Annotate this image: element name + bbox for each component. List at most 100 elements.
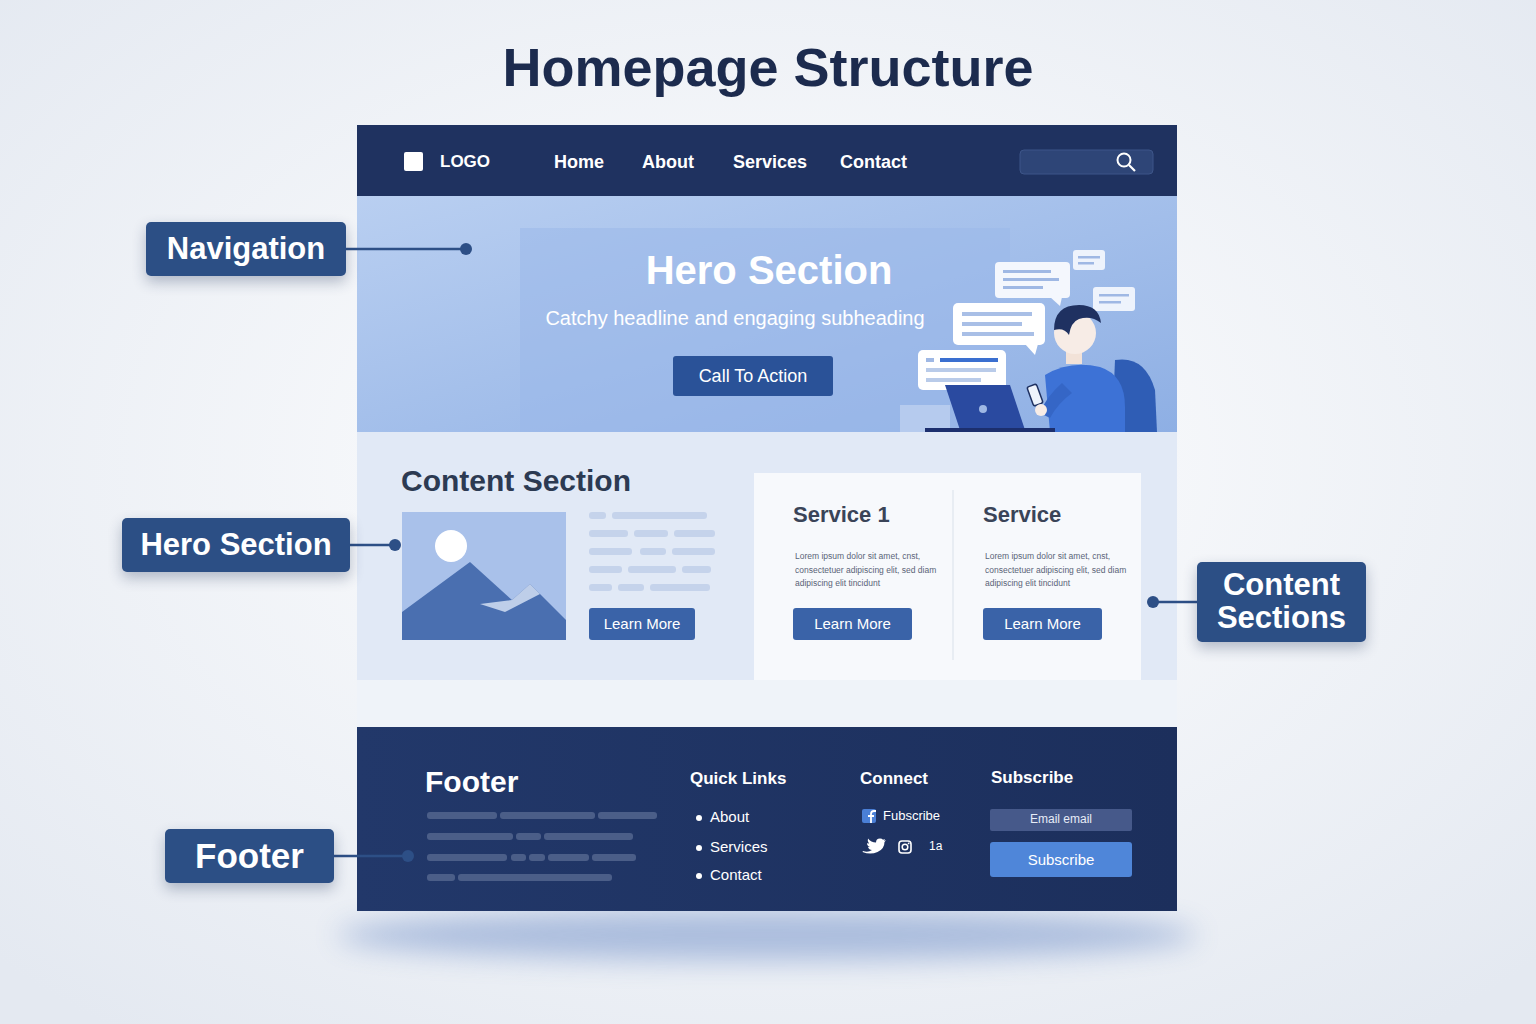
drawing-part: [962, 312, 1032, 316]
drawing-part: [672, 548, 715, 555]
drawing-part: [402, 850, 414, 862]
drawing-part: [1003, 286, 1043, 289]
drawing-part: [953, 303, 1045, 345]
node-text: Service 1: [793, 502, 890, 527]
drawing-part: [460, 243, 472, 255]
drawing-part: [404, 152, 423, 171]
content-band: Content SectionLearn MoreService 1Lorem …: [357, 432, 1177, 727]
drawing-part: [357, 855, 408, 858]
drawing-part: [520, 228, 1010, 432]
drawing-part: [357, 125, 1177, 911]
leader-line: [334, 855, 357, 858]
button-label: Learn More: [604, 615, 681, 632]
nav-bar: LOGOHomeAboutServicesContact: [357, 125, 1177, 196]
drawing-part: [674, 530, 715, 537]
drawing-part: [612, 512, 707, 519]
drawing-part: [908, 843, 910, 845]
node-text: Fubscribe: [883, 809, 940, 824]
drawing-part: [544, 833, 633, 840]
callout-text: Footer: [195, 836, 304, 876]
callout-text: Content Sections: [1217, 569, 1346, 634]
drawing-part: [516, 833, 541, 840]
drawing-part: [696, 845, 702, 851]
callout-label: Hero Section: [122, 518, 350, 572]
node-text: Lorem ipsum dolor sit amet, cnst, consec…: [985, 550, 1130, 591]
drawing-part: [402, 512, 566, 640]
service-card: Service 1 Lorem ipsum dolor sit amet, cns…: [773, 490, 950, 655]
node-text: Catchy headline and engaging subheading: [545, 307, 924, 330]
drawing-part: [926, 378, 981, 382]
drawing-part: [1027, 384, 1043, 406]
drawing-part: [640, 548, 666, 555]
leader-line: [1177, 601, 1197, 604]
drawing-part: [427, 812, 657, 881]
drawing-part: [1025, 344, 1038, 355]
leader-line: [346, 248, 357, 251]
drawing-part: [952, 490, 954, 660]
drawing-part: [589, 530, 628, 537]
learn-more-button: Learn More: [983, 608, 1102, 640]
drawing-part: [357, 727, 1177, 911]
drawing-part: [480, 584, 540, 612]
node-text: Subscribe: [991, 768, 1073, 788]
callout-label: Footer: [165, 829, 334, 883]
learn-more-button: Learn More: [589, 608, 695, 640]
drawing-part: [900, 405, 950, 432]
drawing-part: [458, 874, 612, 881]
learn-more-button: Learn More: [793, 608, 912, 640]
drawing-part: [868, 811, 876, 823]
button-label: Subscribe: [1028, 851, 1095, 868]
node-text: Connect: [860, 769, 928, 789]
service-card: ServiceLorem ipsum dolor sit amet, cnst,…: [963, 490, 1140, 655]
drawing-part: [357, 125, 1177, 196]
drawing-part: [902, 844, 908, 850]
drawing-part: [435, 530, 467, 562]
node-text: LOGO: [440, 152, 490, 172]
node-text: About: [710, 808, 749, 825]
subscribe-button: Subscribe: [990, 842, 1132, 877]
diagram-title: Homepage Structure: [0, 36, 1536, 98]
drawing-part: [1073, 250, 1105, 270]
drawing-part: [862, 809, 876, 823]
node-text: Services: [710, 838, 768, 855]
drawing-part: [389, 539, 401, 551]
drawing-part: [962, 322, 1022, 326]
callout-text: Navigation: [167, 231, 325, 267]
drawing-part: [529, 854, 545, 861]
drawing-part: [628, 566, 676, 573]
drawing-part: [940, 358, 998, 362]
cta-button: Call To Action: [673, 356, 833, 396]
hero-illustration: [900, 250, 1157, 432]
drawing-part: [1050, 297, 1062, 306]
node-text: Lorem ipsum dolor sit amet, cnst, consec…: [795, 550, 940, 591]
drawing-part: [598, 812, 657, 819]
drawing-part: [899, 841, 911, 853]
drawing-part: [1118, 154, 1131, 167]
button-label: Call To Action: [699, 366, 808, 387]
drawing-part: [1020, 150, 1153, 174]
drawing-part: [925, 428, 1055, 432]
drawing-part: [1003, 278, 1059, 281]
button-label: Learn More: [814, 615, 891, 632]
drawing-part: [696, 873, 702, 879]
node-text: Home: [554, 152, 604, 173]
drawing-part: [1054, 305, 1101, 335]
callout-label: Content Sections: [1197, 562, 1366, 642]
drawing-part: [1147, 596, 1159, 608]
drawing-part: [863, 839, 887, 854]
drawing-part: [357, 248, 466, 251]
drawing-part: [427, 854, 507, 861]
drawing-part: [589, 548, 632, 555]
drawing-part: [592, 854, 636, 861]
footer-band: FooterQuick LinksAboutServicesContactCon…: [357, 727, 1177, 911]
node-text: Quick Links: [690, 769, 786, 789]
drawing-part: [1035, 404, 1047, 416]
callout-label: Navigation: [146, 222, 346, 276]
button-label: Learn More: [1004, 615, 1081, 632]
leader-dots: [357, 243, 1177, 862]
drawing-part: [926, 368, 996, 372]
drawing-part: [357, 432, 1177, 680]
drawing-part: [589, 512, 606, 519]
drawing-part: [1078, 256, 1100, 259]
